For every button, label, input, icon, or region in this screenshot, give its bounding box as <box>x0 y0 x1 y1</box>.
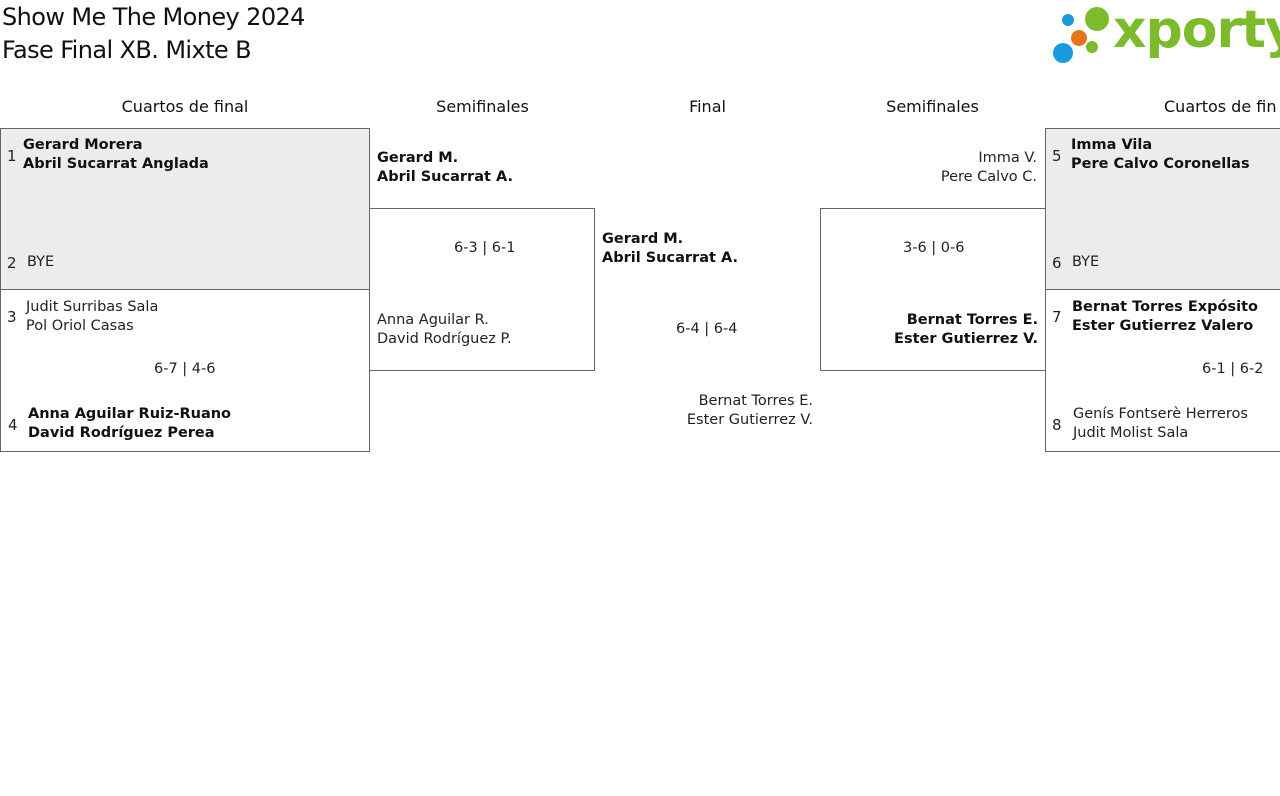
player-name: Judit Surribas Sala <box>26 299 159 315</box>
round-label-final: Final <box>689 97 726 116</box>
player-name: Ester Gutierrez Valero <box>1072 318 1254 334</box>
player-name: Gerard Morera <box>23 137 143 153</box>
player-name: Imma Vila <box>1071 137 1153 153</box>
player-name: Pol Oriol Casas <box>26 318 134 334</box>
player-name: Bernat Torres Expósito <box>1072 299 1258 315</box>
player-name: Judit Molist Sala <box>1073 425 1189 441</box>
seed-number: 6 <box>1052 254 1062 272</box>
page-subtitle: Fase Final XB. Mixte B <box>2 36 252 64</box>
page-title: Show Me The Money 2024 <box>2 3 305 31</box>
round-label-sf-right: Semifinales <box>886 97 979 116</box>
round-label-qf-right: Cuartos de fin <box>1164 97 1277 116</box>
qf-match-3 <box>1045 128 1280 290</box>
qf-match-1 <box>0 128 370 290</box>
match-score: 6-7 | 4-6 <box>154 361 216 377</box>
player-name: Bernat Torres E. <box>698 393 813 409</box>
seed-number: 1 <box>7 147 17 165</box>
match-score: 3-6 | 0-6 <box>903 240 965 256</box>
match-score: 6-3 | 6-1 <box>454 240 516 256</box>
seed-number: 8 <box>1052 416 1062 434</box>
player-name: Imma V. <box>978 150 1037 166</box>
seed-number: 4 <box>8 416 18 434</box>
player-name: Anna Aguilar Ruiz-Ruano <box>28 406 232 422</box>
seed-number: 5 <box>1052 147 1062 165</box>
xporty-logo: xporty <box>1050 0 1280 68</box>
player-name: Pere Calvo C. <box>940 169 1037 185</box>
player-name: Genís Fontserè Herreros <box>1073 406 1248 422</box>
final-score: 6-4 | 6-4 <box>676 321 738 337</box>
player-name: BYE <box>27 254 55 270</box>
seed-number: 7 <box>1052 308 1062 326</box>
qf-match-4 <box>1045 289 1280 452</box>
seed-number: 3 <box>7 308 17 326</box>
sf-match-left <box>369 208 595 371</box>
logo-text: xporty <box>1113 0 1280 60</box>
match-score: 6-1 | 6-2 <box>1202 361 1264 377</box>
player-name: Ester Gutierrez V. <box>686 412 813 428</box>
player-name: Gerard M. <box>602 231 684 247</box>
player-name: Anna Aguilar R. <box>377 312 489 328</box>
player-name: Pere Calvo Coronellas <box>1071 156 1250 172</box>
player-name: David Rodríguez Perea <box>28 425 215 441</box>
player-name: Bernat Torres E. <box>906 312 1038 328</box>
player-name: Abril Sucarrat A. <box>602 250 738 266</box>
player-name: Gerard M. <box>377 150 459 166</box>
dots-logo-icon <box>1053 7 1109 63</box>
player-name: Abril Sucarrat Anglada <box>23 156 209 172</box>
player-name: Ester Gutierrez V. <box>894 331 1038 347</box>
player-name: Abril Sucarrat A. <box>377 169 513 185</box>
seed-number: 2 <box>7 254 17 272</box>
round-label-sf-left: Semifinales <box>436 97 529 116</box>
round-label-qf-left: Cuartos de final <box>121 97 249 116</box>
player-name: BYE <box>1072 254 1100 270</box>
player-name: David Rodríguez P. <box>377 331 512 347</box>
